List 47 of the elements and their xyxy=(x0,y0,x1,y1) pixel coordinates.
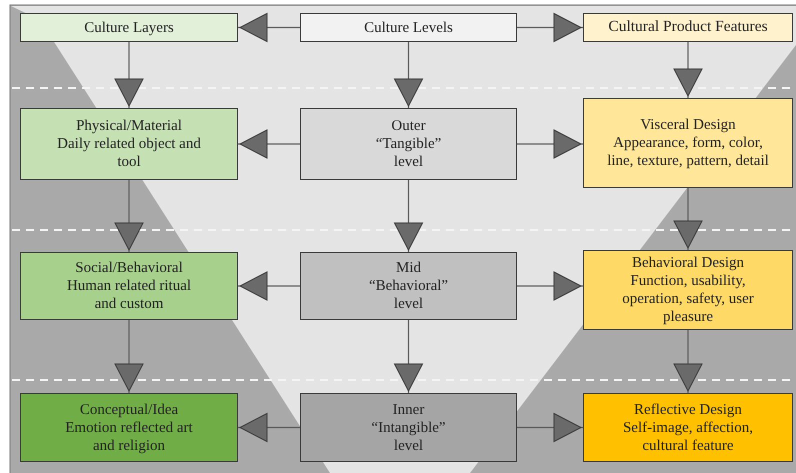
box-title: Visceral Design xyxy=(640,116,736,134)
level-box xyxy=(583,250,793,330)
box-title: Culture Levels xyxy=(364,18,453,36)
box-description: Human related ritual and custom xyxy=(66,277,192,313)
box-title: Outer “Tangible” level xyxy=(374,117,442,171)
header-box xyxy=(20,13,238,42)
triangle-arrow xyxy=(517,130,583,158)
level-box xyxy=(20,108,238,180)
box-description: Emotion reflected art and religion xyxy=(64,418,194,454)
triangle-arrow xyxy=(114,320,144,393)
level-box xyxy=(583,393,793,462)
triangle-arrow xyxy=(674,188,702,250)
level-box xyxy=(300,393,517,462)
level-box xyxy=(300,108,517,180)
level-box xyxy=(20,252,238,320)
box-title: Cultural Product Features xyxy=(608,18,768,37)
header-box xyxy=(300,13,517,42)
box-title: Mid “Behavioral” level xyxy=(368,259,450,313)
triangle-arrow xyxy=(394,180,423,252)
triangle-arrow xyxy=(114,42,144,108)
box-description: Function, usability, operation, safety, user pleasure xyxy=(621,272,755,326)
header-box xyxy=(583,13,793,42)
box-description: Appearance, form, color, line, texture, pattern, detail xyxy=(606,134,770,170)
triangle-arrow xyxy=(238,413,300,442)
box-title: Behavioral Design xyxy=(632,254,744,272)
box-description: Daily related object and tool xyxy=(56,135,202,171)
triangle-arrow xyxy=(517,413,583,442)
triangle-arrow xyxy=(114,180,144,252)
box-title: Social/Behavioral xyxy=(75,259,183,277)
triangle-arrow xyxy=(674,330,702,393)
box-title: Culture Layers xyxy=(84,18,174,36)
triangle-arrow xyxy=(394,42,423,108)
triangle-arrow xyxy=(674,42,702,98)
level-box xyxy=(583,98,793,188)
triangle-arrow xyxy=(238,130,300,158)
box-title: Reflective Design xyxy=(634,400,742,418)
level-box xyxy=(300,252,517,320)
triangle-arrow xyxy=(394,320,423,393)
box-title: Inner “Intangible” level xyxy=(370,400,447,454)
triangle-arrow xyxy=(238,13,300,42)
level-box xyxy=(20,393,238,462)
triangle-arrow xyxy=(517,13,583,42)
box-description: Self-image, affection, cultural feature xyxy=(622,418,754,454)
box-title: Conceptual/Idea xyxy=(80,400,178,418)
box-title: Physical/Material xyxy=(76,117,182,135)
triangle-arrow xyxy=(517,272,583,300)
triangle-arrow xyxy=(238,272,300,300)
